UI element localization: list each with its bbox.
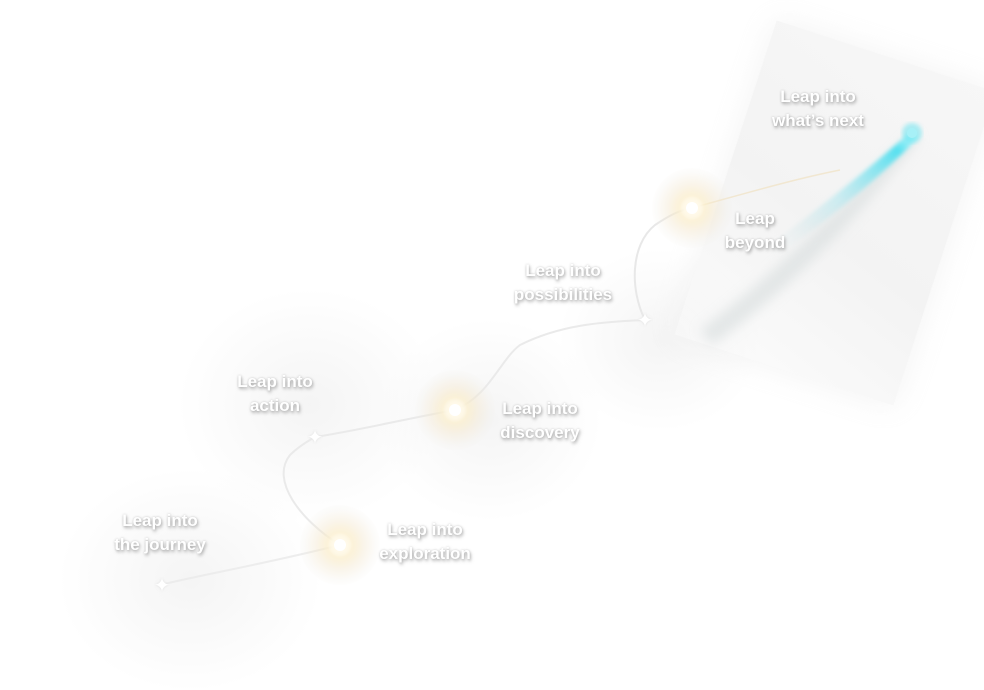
journey-graphic: ✦ ✦ ✦ Leap into the journey Leap into ex… <box>60 20 984 690</box>
step-label-line1: Leap into <box>122 511 198 530</box>
step-label-line2: action <box>249 396 301 415</box>
glow-node-beyond <box>652 168 732 248</box>
comet-icon <box>700 123 922 345</box>
spark-icon: ✦ <box>153 573 171 597</box>
spark-icon: ✦ <box>306 425 324 449</box>
step-label-discovery: Leap into discovery <box>475 397 605 445</box>
step-label-beyond: Leap beyond <box>705 207 805 255</box>
step-label-possibilities: Leap into possibilities <box>493 259 633 307</box>
step-label-whats-next: Leap into what’s next <box>748 85 888 133</box>
spark-icon: ✦ <box>636 308 654 332</box>
glow-node-discovery <box>415 370 495 450</box>
step-label-line2: what’s next <box>772 111 864 130</box>
step-label-line1: Leap into <box>525 261 601 280</box>
step-label-line1: Leap into <box>237 372 313 391</box>
step-label-line2: discovery <box>500 423 580 442</box>
step-label-line2: beyond <box>724 233 786 252</box>
step-label-line2: the journey <box>114 535 206 554</box>
step-label-line2: possibilities <box>513 285 613 304</box>
step-label-line1: Leap <box>735 209 775 228</box>
step-label-line2: exploration <box>379 544 471 563</box>
step-label-line1: Leap into <box>502 399 578 418</box>
step-label-journey: Leap into the journey <box>95 509 225 557</box>
step-label-action: Leap into action <box>210 370 340 418</box>
step-label-line1: Leap into <box>387 520 463 539</box>
step-label-line1: Leap into <box>780 87 856 106</box>
step-label-exploration: Leap into exploration <box>360 518 490 566</box>
glow-node-exploration <box>300 505 380 585</box>
